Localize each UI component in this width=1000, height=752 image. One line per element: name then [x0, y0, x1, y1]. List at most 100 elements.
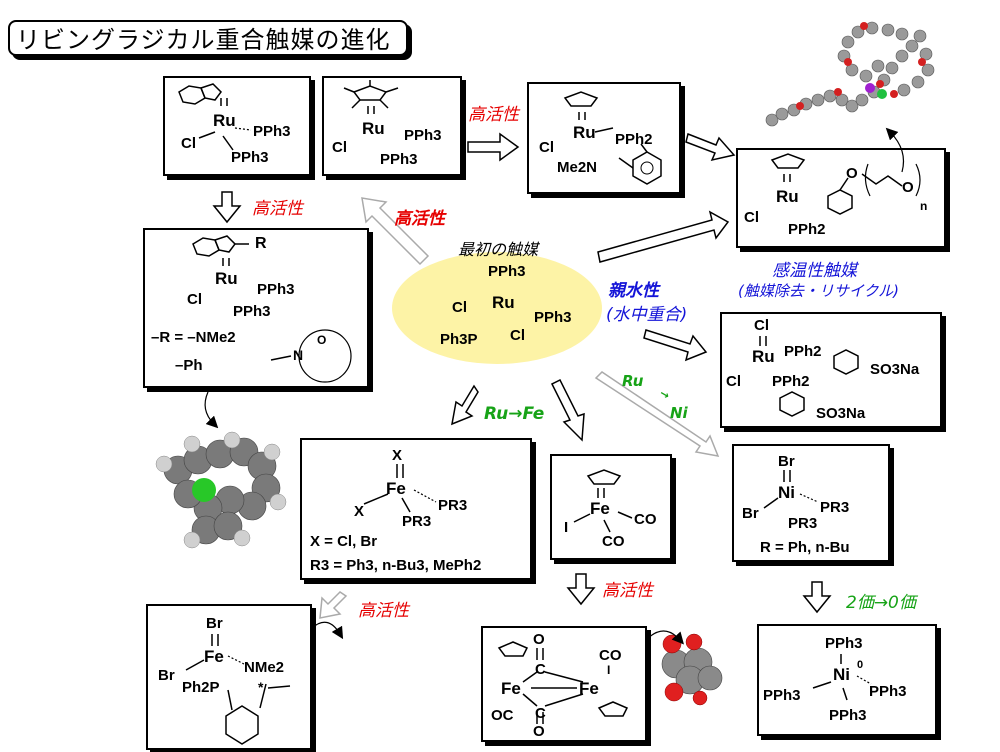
label-ni: Ni: [670, 404, 688, 422]
box-indenyl-ru: Ru Cl PPh3 PPh3: [163, 76, 311, 176]
febr-br-left: Br: [158, 667, 175, 684]
peg-ligand-icon: [770, 153, 921, 215]
fe2-o2: O: [533, 723, 545, 740]
sulfonate-ligand-icon: [759, 336, 859, 417]
cpfe-co1: CO: [634, 511, 657, 528]
febr-nme2: NMe2: [244, 659, 285, 676]
ni-bonds-icon: [763, 470, 819, 509]
fe2-fe2: Fe: [579, 679, 599, 698]
indr-pph3b: PPh3: [233, 303, 271, 320]
central-catalyst: PPh3 Ru Cl PPh3 Ph3P Cl: [440, 262, 572, 352]
sulfo-ru: Ru: [752, 347, 775, 366]
central-cl-left: Cl: [452, 299, 467, 316]
label-hydrophilic: 親水性: [608, 281, 659, 301]
sulfo-pph2a: PPh2: [784, 343, 822, 360]
ni0-ni: Ni: [833, 665, 850, 684]
fex-pr3a: PR3: [438, 497, 468, 514]
fe-br-ligand-icon: [185, 634, 291, 745]
fe2-co-r: CO: [599, 647, 622, 664]
amine-ru: Ru: [573, 123, 596, 142]
ni0-pph3-left: PPh3: [763, 687, 801, 704]
fex-pr3b: PR3: [402, 513, 432, 530]
page-title: リビングラジカル重合触媒の進化: [8, 20, 408, 56]
ind-ru: Ru: [213, 111, 236, 130]
cp-ru: Ru: [362, 119, 385, 138]
box-fe-x: X Fe X PR3 PR3 X = Cl, Br R3 = Ph3, n-Bu…: [300, 438, 532, 580]
fex-x-eq: X = Cl, Br: [310, 533, 378, 550]
fe-dimer-model-image: [661, 633, 723, 706]
ni0-pph3-bottom: PPh3: [829, 707, 867, 724]
peg-cl: Cl: [744, 209, 759, 226]
sulfo-cl: Cl: [726, 373, 741, 390]
fe-x-bonds-icon: [363, 464, 437, 513]
label-high-activity-top: 高活性: [468, 105, 519, 125]
label-water-polymerization: (水中重合): [606, 305, 688, 325]
label-valence: 2価→0価: [846, 593, 916, 613]
cp-cl: Cl: [332, 139, 347, 156]
febr-br-top: Br: [206, 615, 223, 632]
label-high-activity-febr: 高活性: [358, 601, 409, 621]
ni0-pph3-right: PPh3: [869, 683, 907, 700]
central-ph3p: Ph3P: [440, 331, 478, 348]
ni-pr3b: PR3: [788, 515, 818, 532]
cpfe-ring-icon: [573, 469, 633, 533]
amine-me2n: Me2N: [557, 159, 598, 176]
box-cpstar-ru: Ru Cl PPh3 PPh3: [322, 76, 462, 176]
sulfo-cl-top: Cl: [754, 317, 769, 334]
fe2-oc-l: OC: [491, 707, 514, 724]
amine-ligand-icon: [563, 91, 662, 185]
ni-zero-bonds-icon: [812, 654, 872, 701]
box-ni: Br Ni Br PR3 PR3 R = Ph, n-Bu: [732, 444, 890, 562]
indr-r: R: [255, 235, 267, 252]
fe2-o1: O: [533, 631, 545, 648]
peg-pph2: PPh2: [788, 221, 826, 238]
cp-pph3a: PPh3: [404, 127, 442, 144]
peg-o2: O: [902, 179, 914, 196]
label-ru: Ru: [622, 372, 644, 390]
ni0-zero: 0: [857, 659, 864, 671]
ni-br-left: Br: [742, 505, 759, 522]
indr-cl: Cl: [187, 291, 202, 308]
box-peg-catalyst: Ru Cl PPh2 O O n: [736, 148, 946, 248]
space-filling-model-image: [155, 431, 287, 549]
box-indenyl-r: R Ru Cl PPh3 PPh3 –R = –NMe2 –Ph N O: [143, 228, 369, 388]
box-ni-zero: PPh3 Ni 0 PPh3 PPh3 PPh3: [757, 624, 937, 736]
box-sulfonated-ru: Cl Ru Cl PPh2 PPh2 SO3Na SO3Na: [720, 312, 942, 428]
peg-ru: Ru: [776, 187, 799, 206]
indr-ph: –Ph: [175, 357, 203, 374]
box-cpstar-amine: Ru Cl PPh2 Me2N: [527, 82, 681, 194]
ni0-pph3-top: PPh3: [825, 635, 863, 652]
indr-pph3a: PPh3: [257, 281, 295, 298]
ni-r-eq: R = Ph, n-Bu: [760, 539, 850, 556]
febr-ph2p: Ph2P: [182, 679, 220, 696]
cp-pph3b: PPh3: [380, 151, 418, 168]
peg-n: n: [920, 199, 928, 213]
polymer-model-image: [765, 21, 935, 127]
fe2-c2: C: [535, 705, 546, 722]
fex-r3-eq: R3 = Ph3, n-Bu3, MePh2: [310, 557, 482, 574]
febr-star: *: [258, 679, 264, 695]
indenyl-r-icon: [192, 235, 352, 383]
ind-cl: Cl: [181, 135, 196, 152]
central-cl-right: Cl: [510, 327, 525, 344]
label-catalyst-removal: (触媒除去・リサイクル): [738, 282, 899, 300]
central-pph3-right: PPh3: [534, 309, 572, 326]
box-cpfe-co: Fe I CO CO: [550, 454, 672, 560]
febr-fe: Fe: [204, 647, 224, 666]
label-ru-to-fe: Ru→Fe: [484, 404, 545, 424]
first-catalyst-highlight: [392, 252, 602, 364]
fe2-fe1: Fe: [501, 679, 521, 698]
indr-crown-o: O: [317, 333, 327, 347]
ni-pr3a: PR3: [820, 499, 850, 516]
central-ru: Ru: [492, 293, 515, 312]
cpfe-i: I: [564, 519, 569, 536]
label-high-activity-diag: 高活性: [394, 209, 445, 229]
indr-r-eq: –R = –NMe2: [151, 329, 236, 346]
sulfo-pph2b: PPh2: [772, 373, 810, 390]
ni-br-top: Br: [778, 453, 795, 470]
peg-o1: O: [846, 165, 858, 182]
fe-dimer-bonds-icon: [497, 641, 629, 724]
cpstar-ring-icon: [343, 80, 399, 114]
fex-fe: Fe: [386, 479, 406, 498]
